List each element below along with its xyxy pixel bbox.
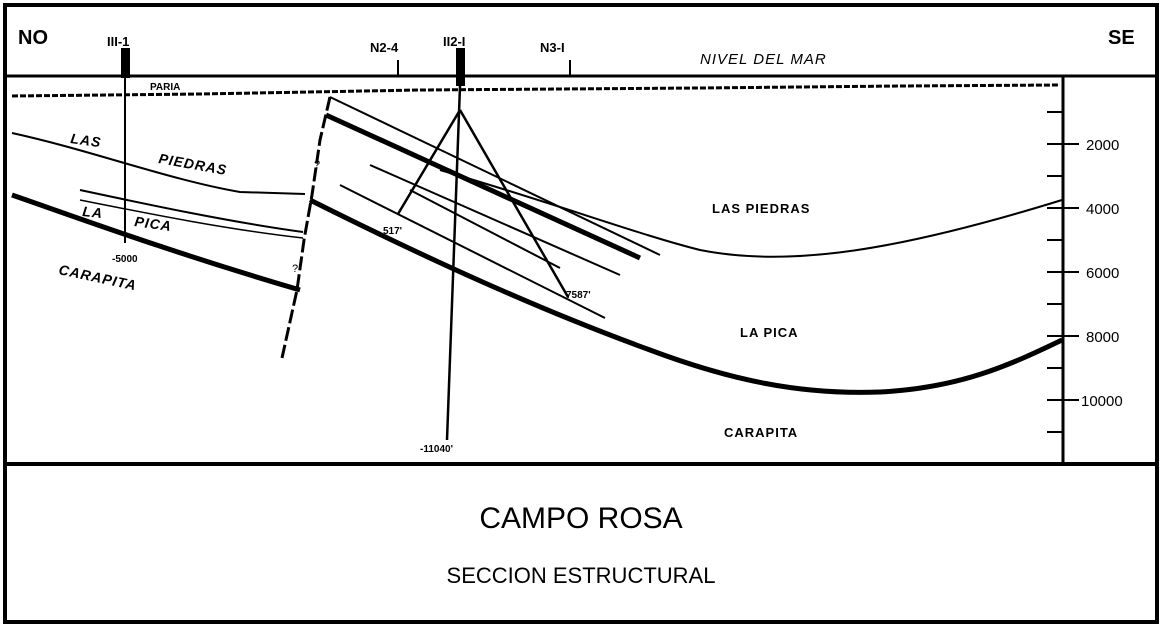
depth-mark-11040: -11040': [420, 444, 453, 455]
scale-label-4000: 4000: [1086, 201, 1119, 218]
fault-line: [280, 96, 332, 359]
formation-label-carapita-right: CARAPITA: [724, 425, 798, 440]
fault-question-mark-2: ?: [292, 263, 298, 275]
fault-question-mark: ?: [314, 159, 320, 171]
formation-label-carapita-left: CARAPITA: [57, 261, 138, 293]
horizon-las-piedras-base-se: [324, 112, 642, 261]
caption-title: CAMPO ROSA: [479, 502, 682, 535]
scale-label-10000: 10000: [1081, 393, 1123, 410]
formation-label-paria: PARIA: [150, 82, 180, 93]
depth-mark-517: 517': [383, 226, 402, 237]
horizon-la-pica-top-nw: [79, 189, 304, 233]
well-label-ii2-i: II2-I: [443, 34, 465, 49]
caption-subtitle: SECCION ESTRUCTURAL: [447, 563, 716, 588]
well-path-ii2-i: [445, 85, 462, 441]
horizon-la-pica-top-se: [439, 169, 1063, 258]
well-symbol-iii-1: [121, 48, 130, 78]
horizon-se-thin-2: [369, 164, 621, 276]
well-symbol-ii2-i: [456, 48, 465, 86]
surface-line: [11, 83, 1061, 98]
horizon-se-thin-4: [409, 189, 561, 269]
sea-level-label: NIVEL DEL MAR: [700, 51, 827, 68]
horizon-la-pica-thin-nw: [79, 199, 304, 239]
horizon-carapita-top-se: [308, 197, 1064, 395]
scale-label-2000: 2000: [1086, 137, 1119, 154]
header-left-label: NO: [18, 27, 48, 49]
formation-label-pica-left: PICA: [134, 213, 173, 234]
formation-label-piedras-left: PIEDRAS: [157, 150, 228, 178]
formation-label-las-piedras-right: LAS PIEDRAS: [712, 201, 810, 216]
horizon-se-thin-3: [339, 184, 606, 319]
depth-mark-7587: 7587': [566, 290, 591, 301]
well-path-n3-i-deviated: [458, 109, 570, 298]
horizon-las-piedras-top-nw: [11, 132, 306, 195]
header-right-label: SE: [1108, 27, 1135, 49]
scale-label-6000: 6000: [1086, 265, 1119, 282]
depth-scale: 2000 4000 6000 8000 10000: [1047, 111, 1123, 433]
depth-mark-5000: -5000: [112, 254, 138, 265]
formation-label-las-left: LAS: [70, 130, 103, 150]
formation-label-la-left: LA: [82, 203, 104, 221]
horizon-se-thin-1: [329, 96, 661, 256]
scale-label-8000: 8000: [1086, 329, 1119, 346]
horizon-carapita-top-nw: [11, 192, 301, 293]
well-label-n2-4: N2-4: [370, 40, 399, 55]
outer-border: [3, 3, 1159, 624]
well-label-n3-i: N3-I: [540, 40, 565, 55]
formation-label-la-pica-right: LA PICA: [740, 325, 799, 340]
well-label-iii-1: III-1: [107, 34, 129, 49]
well-path-n2-4-deviated: [396, 109, 462, 215]
